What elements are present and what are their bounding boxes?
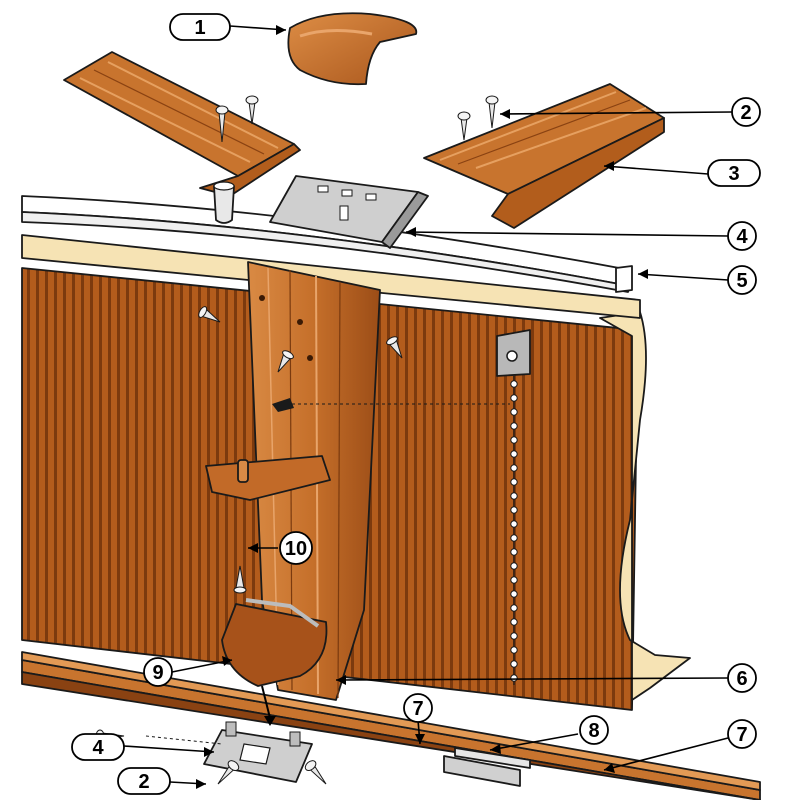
callout-1: 1	[169, 13, 231, 41]
bolt-hole	[510, 492, 518, 500]
callout-2-top: 2	[731, 97, 761, 127]
bolt-hole	[510, 674, 518, 682]
svg-text:10: 10	[285, 538, 307, 560]
bolt-hole	[510, 548, 518, 556]
callout-3: 3	[707, 159, 761, 187]
svg-text:9: 9	[152, 662, 163, 684]
bottom-rail	[21, 651, 761, 800]
svg-text:3: 3	[728, 163, 739, 185]
svg-text:6: 6	[736, 668, 747, 690]
post-shelf	[205, 455, 331, 501]
bolt-hole	[510, 450, 518, 458]
leader-lines	[123, 25, 733, 789]
rail-joint-clip	[443, 747, 531, 787]
callout-2-bottom: 2	[117, 767, 171, 795]
bolt-hole	[510, 660, 518, 668]
bolt-hole	[510, 422, 518, 430]
callout-6: 6	[727, 663, 757, 693]
bolt-hole	[510, 618, 518, 626]
callout-7-left: 7	[403, 693, 433, 723]
screw-icon	[245, 95, 259, 125]
pool-liner	[21, 234, 691, 701]
post-base-shoe	[221, 598, 328, 726]
callout-10: 10	[279, 531, 313, 565]
svg-text:5: 5	[736, 270, 747, 292]
bolt-hole	[510, 506, 518, 514]
screw-icon	[304, 760, 327, 785]
callout-9: 9	[143, 657, 173, 687]
svg-text:2: 2	[138, 771, 149, 793]
bolt-hole	[510, 520, 518, 528]
screw-icon	[217, 760, 240, 785]
screw-icon	[277, 350, 294, 373]
wall-bracket	[496, 329, 531, 377]
top-rail	[21, 195, 633, 293]
callout-5: 5	[727, 265, 757, 295]
bolt-hole	[510, 562, 518, 570]
svg-text:7: 7	[412, 698, 423, 720]
callout-4-bottom: 4	[71, 733, 125, 761]
bolt-hole	[510, 604, 518, 612]
bolt-hole	[510, 534, 518, 542]
callout-7-right: 7	[727, 719, 757, 749]
bolt-hole	[510, 408, 518, 416]
bolt-hole	[510, 646, 518, 654]
callouts: 1 2 3 4 5 6 7 7	[71, 13, 761, 795]
screw-icon	[198, 306, 221, 323]
bolt-hole	[510, 394, 518, 402]
connector-plate-bottom	[203, 721, 313, 783]
callout-4-top: 4	[727, 221, 757, 251]
bolt-line	[510, 376, 518, 685]
bolt-hole	[510, 632, 518, 640]
bolt-hole	[510, 380, 518, 388]
screw-icon	[485, 95, 499, 129]
screws	[198, 306, 510, 594]
screw-icon	[215, 105, 229, 143]
bolt-hole	[510, 576, 518, 584]
post-cap	[287, 12, 418, 86]
screw-icon	[386, 336, 403, 359]
svg-text:4: 4	[736, 226, 748, 248]
plug-icon	[213, 181, 235, 224]
bolt-hole	[510, 478, 518, 486]
connector-plate-top	[269, 175, 429, 249]
svg-text:8: 8	[588, 720, 599, 742]
svg-text:4: 4	[92, 737, 104, 759]
svg-text:2: 2	[740, 102, 751, 124]
svg-text:1: 1	[194, 17, 205, 39]
bolt-hole	[510, 590, 518, 598]
bolt-hole	[510, 436, 518, 444]
top-screws	[213, 95, 499, 224]
wing-nut-icon	[272, 398, 294, 412]
top-rail-cover-left	[63, 51, 301, 197]
bolt-hole	[510, 464, 518, 472]
callout-8: 8	[579, 715, 609, 745]
top-rail-cover-right	[423, 83, 665, 229]
screw-icon	[233, 565, 247, 594]
screw-icon	[457, 111, 471, 141]
svg-text:7: 7	[736, 724, 747, 746]
